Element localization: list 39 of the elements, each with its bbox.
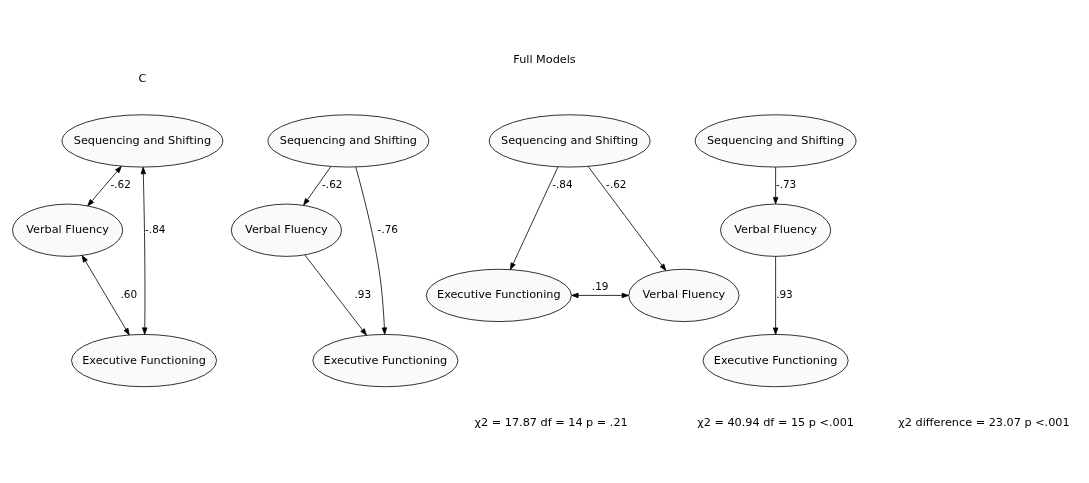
edge-label: .93 (354, 288, 372, 301)
edge-label: .19 (591, 280, 609, 293)
node-ellipse: Executive Functioning (312, 334, 459, 388)
node-ellipse: Executive Functioning (702, 334, 849, 388)
arrow (772, 166, 779, 205)
node-ellipse: Verbal Fluency (230, 203, 342, 257)
edge-label: -.76 (377, 222, 398, 235)
edge-label: -.84 (145, 222, 166, 235)
node-ellipse: Verbal Fluency (628, 268, 740, 322)
arrow (140, 166, 148, 335)
arrow (355, 166, 388, 335)
node-ellipse: Sequencing and Shifting (61, 114, 224, 168)
edge-label: -.62 (110, 178, 131, 191)
node-ellipse: Verbal Fluency (12, 203, 124, 257)
arrow (87, 166, 122, 207)
label: χ2 = 17.87 df = 14 p = .21 (474, 415, 628, 429)
node-ellipse: Verbal Fluency (720, 203, 832, 257)
edge-label: .60 (120, 288, 138, 301)
node-ellipse: Executive Functioning (71, 334, 217, 388)
node-ellipse: Sequencing and Shifting (488, 114, 651, 168)
arrow (772, 256, 779, 335)
arrow (571, 292, 629, 299)
node-ellipse: Executive Functioning (425, 268, 572, 322)
node-ellipse: Sequencing and Shifting (694, 114, 857, 168)
arrow (510, 166, 559, 270)
edge-label: -.62 (606, 178, 627, 191)
arrow (587, 166, 667, 271)
label: C (138, 71, 147, 85)
diagram-title: Full Models (513, 53, 576, 67)
node-ellipse: Sequencing and Shifting (267, 114, 430, 168)
arrow (304, 254, 367, 336)
arrow (81, 255, 130, 336)
label: χ2 = 40.94 df = 15 p <.001 (697, 415, 854, 429)
label: χ2 difference = 23.07 p <.001 (898, 415, 1070, 429)
arrow (303, 166, 332, 206)
edge-label: -.62 (322, 178, 343, 191)
edge-label: -.73 (775, 178, 797, 191)
edge-label: .93 (776, 288, 793, 301)
edge-label: -.84 (552, 178, 573, 191)
